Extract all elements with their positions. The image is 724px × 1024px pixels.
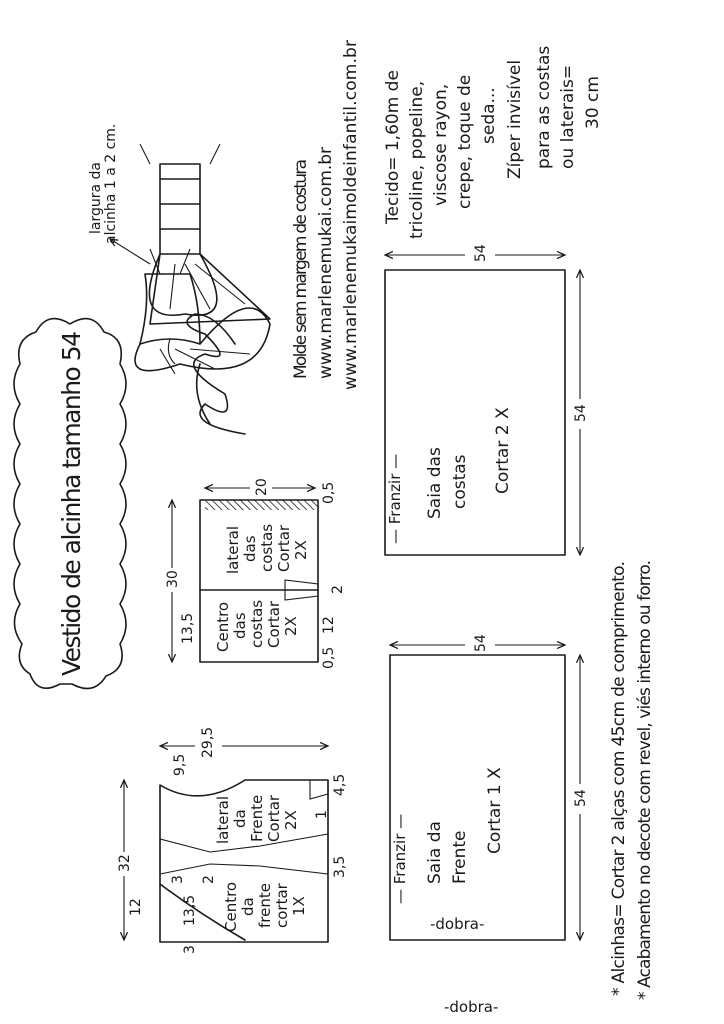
dimension-label: 2 <box>330 585 346 594</box>
cut-instruction: Cortar 1 X <box>485 767 505 854</box>
label-line: frente <box>256 883 274 928</box>
dress-sketch-front <box>110 239 271 375</box>
front-skirt-piece: — Franzir — Saia da Frente Cortar 1 X -d… <box>390 634 589 940</box>
dimension-label: 3 <box>170 875 186 884</box>
dress-sketch-back <box>139 143 271 325</box>
label-line: da <box>231 809 249 828</box>
center-back-label: Centro das costas Cortar 2X <box>214 600 300 652</box>
strap-width-note-2: alcinha 1 a 2 cm. <box>103 124 119 244</box>
dimension-label: 13,5 <box>182 895 198 926</box>
label-line: Cortar <box>265 600 283 648</box>
label-line: das <box>231 612 249 639</box>
dimension-label: 9,5 <box>172 754 188 776</box>
fabric-line: crepe, toque de <box>455 75 475 209</box>
fabric-line: para as costas <box>534 46 554 169</box>
front-skirt-outline <box>389 654 566 941</box>
label-line: costas <box>248 600 266 648</box>
footnote-straps: * Alcinhas= Cortar 2 alças com 45cm de c… <box>609 561 629 996</box>
fabric-line: viscose rayon, <box>431 84 451 206</box>
piece-name: Frente <box>450 830 470 884</box>
signature <box>167 313 246 435</box>
hatched-dart <box>284 579 319 601</box>
gather-label: — Franzir — <box>391 814 409 904</box>
hatched-dart <box>159 833 329 875</box>
center-front-label: Centro da frente cortar 1X <box>222 882 308 932</box>
label-line: 2X <box>282 810 300 830</box>
fold-label: -dobra- <box>430 915 484 933</box>
dimension-label: 13,5 <box>180 613 196 644</box>
label-line: Centro <box>222 882 240 932</box>
fabric-line: 30 cm <box>583 76 603 129</box>
label-line: 2X <box>282 616 300 636</box>
front-bodice-outline <box>159 779 329 943</box>
dimension-label: 12 <box>128 898 144 916</box>
title-block: Vestido de alcinha tamanho 54 <box>13 317 127 690</box>
signature-flourish <box>167 338 176 365</box>
dimension-label: 1 <box>314 810 330 819</box>
piece-name: costas <box>450 454 470 509</box>
website-url-2: www.marlenemukaimoldeinfantil.com.br <box>341 40 361 390</box>
cloud-border <box>13 317 127 690</box>
height-dimension: 54 <box>473 634 489 652</box>
signature-scribble <box>186 313 246 435</box>
width-dimension: 54 <box>573 789 589 807</box>
hatched-area <box>205 500 318 510</box>
label-line: 1X <box>290 896 308 916</box>
fabric-line: Tecido= 1,60m de <box>383 70 403 225</box>
label-line: 2X <box>292 540 310 560</box>
height-dimension: 54 <box>473 244 489 262</box>
fabric-line: tricoline, popeline, <box>407 81 427 239</box>
label-line: Centro <box>214 602 232 652</box>
side-front-label: lateral da Frente Cortar 2X <box>214 794 300 844</box>
website-url-1: www.marlenemukai.com.br <box>316 147 336 379</box>
label-line: Cortar <box>265 794 283 842</box>
dimension-label: 0,5 <box>321 482 337 504</box>
dimension-label: 3 <box>182 945 198 954</box>
seam-allowance-note: Molde sem margem de costura <box>291 159 311 379</box>
back-skirt-outline <box>384 269 566 556</box>
dimension-label: 2 <box>201 875 217 884</box>
fabric-requirements: Tecido= 1,60m de tricoline, popeline, vi… <box>383 46 603 239</box>
dimension-label: 0,5 <box>321 647 337 669</box>
hatched-area <box>309 779 329 800</box>
dimension-label: 30 <box>165 570 181 588</box>
label-line: das <box>241 535 259 562</box>
label-line: costas <box>258 524 276 572</box>
dimension-label: 3,5 <box>332 856 348 878</box>
label-line: cortar <box>273 882 291 928</box>
dimension-label: 4,5 <box>332 774 348 796</box>
fabric-line: seda... <box>479 87 499 144</box>
label-line: lateral <box>224 526 242 574</box>
width-dimension: 54 <box>573 404 589 422</box>
dimension-label: 29,5 <box>200 727 216 758</box>
fabric-line: ou laterais= <box>558 65 578 169</box>
label-line: da <box>239 897 257 916</box>
piece-name: Saia da <box>425 821 445 884</box>
label-line: Frente <box>248 795 266 842</box>
piece-name: Saia das <box>425 447 445 519</box>
back-skirt-piece: — Franzir — Saia das costas Cortar 2 X 5… <box>385 244 589 555</box>
dimension-label: 32 <box>117 854 133 872</box>
zipper-line: Zíper invisível <box>505 60 525 179</box>
page-title: Vestido de alcinha tamanho 54 <box>57 331 86 676</box>
neckline-curve <box>159 883 246 941</box>
fold-label: -dobra- <box>444 998 498 1016</box>
side-back-label: lateral das costas Cortar 2X <box>224 524 310 574</box>
label-line: lateral <box>214 796 232 844</box>
back-bodice-pieces: Centro das costas Cortar 2X lateral das … <box>165 478 346 669</box>
front-bodice-pieces: Centro da frente cortar 1X lateral da Fr… <box>117 727 498 1016</box>
footnote-finishing: * Acabamento no decote com revel, viés i… <box>635 560 655 1000</box>
cut-instruction: Cortar 2 X <box>493 407 513 494</box>
strap-width-note-1: largura da <box>88 162 104 234</box>
label-line: Cortar <box>275 524 293 572</box>
dimension-label: 12 <box>321 616 337 634</box>
dimension-label: 20 <box>254 478 270 496</box>
gather-label: — Franzir — <box>386 454 404 544</box>
